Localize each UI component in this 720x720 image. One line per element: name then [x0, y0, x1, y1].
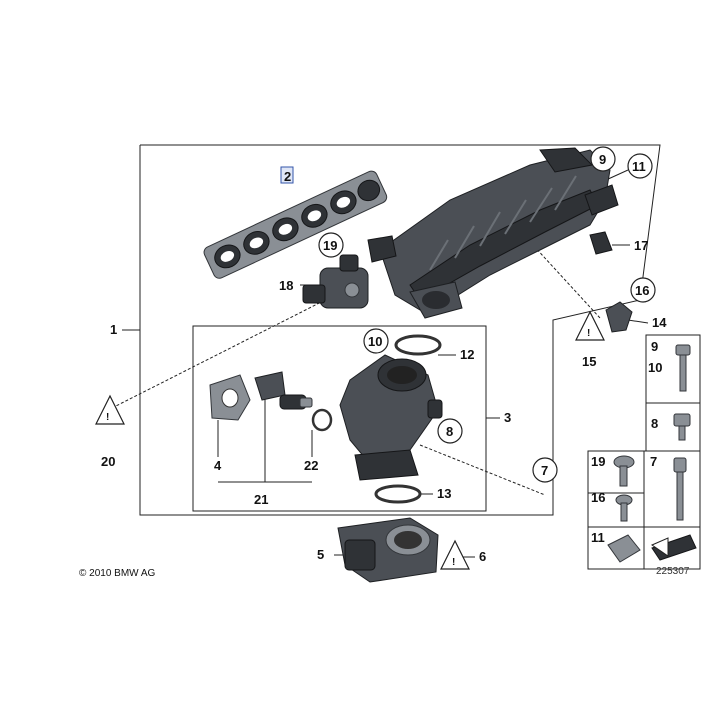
- callout-7-circle: [532, 457, 558, 483]
- callout-14: 14: [652, 315, 667, 330]
- callout-16-circle: [630, 277, 656, 303]
- callout-17: 17: [634, 238, 648, 253]
- hardware-label-10: 10: [648, 360, 662, 375]
- warning-icon-15: !: [575, 310, 605, 341]
- leader-14: [627, 319, 649, 324]
- warning-icon-20: !: [95, 394, 125, 425]
- hardware-label-9: 9: [651, 339, 658, 354]
- warning-icon-6: !: [440, 539, 470, 570]
- gasket-strip: [203, 170, 388, 279]
- svg-text:!: !: [106, 412, 109, 423]
- callout-18: 18: [279, 278, 293, 293]
- hardware-label-8: 8: [651, 416, 658, 431]
- callout-15: 15: [582, 354, 596, 369]
- callout-11-circle: [627, 153, 653, 179]
- callout-16: 16: [635, 283, 649, 298]
- callout-5: 5: [317, 547, 324, 562]
- clip-part: [605, 301, 633, 333]
- actuator-assembly: [302, 254, 369, 309]
- callout-4: 4: [214, 458, 222, 473]
- throttle-pipe: [339, 354, 443, 481]
- callout-21: 21: [254, 492, 268, 507]
- callout-6: 6: [479, 549, 486, 564]
- callout-9-circle: [590, 146, 616, 172]
- callout-11: 11: [632, 159, 646, 174]
- callout-10-circle: [363, 328, 389, 354]
- hardware-label-19: 19: [591, 454, 605, 469]
- diagram-number: 225307: [656, 566, 690, 577]
- callout-3: 3: [504, 410, 511, 425]
- large-o-ring-top: [394, 334, 442, 356]
- callout-19: 19: [323, 238, 337, 253]
- leader-7: [419, 444, 546, 496]
- callout-13: 13: [437, 486, 451, 501]
- copyright-notice: © 2010 BMW AG: [79, 568, 156, 579]
- flap-valve: [254, 371, 313, 410]
- flange-gasket: [209, 374, 251, 421]
- callout-2-box: [280, 166, 294, 184]
- callout-8-circle: [437, 418, 463, 444]
- callout-8: 8: [446, 424, 453, 439]
- callout-22: 22: [304, 458, 318, 473]
- svg-text:!: !: [452, 557, 455, 568]
- hardware-label-7: 7: [650, 454, 657, 469]
- hardware-label-11: 11: [591, 530, 605, 545]
- hardware-panel: [587, 334, 701, 570]
- callout-20: 20: [101, 454, 115, 469]
- svg-text:!: !: [587, 328, 590, 339]
- callout-1: 1: [110, 322, 117, 337]
- hardware-label-16: 16: [591, 490, 605, 505]
- intake-manifold: [367, 147, 619, 319]
- callout-7: 7: [541, 463, 548, 478]
- leader-20: [111, 289, 346, 409]
- small-o-ring: [311, 408, 333, 432]
- callout-2: 2: [284, 169, 291, 184]
- callout-19-circle: [318, 232, 344, 258]
- callout-12: 12: [460, 347, 474, 362]
- rubber-pad: [589, 231, 613, 255]
- callout-9: 9: [599, 152, 606, 167]
- main-frame: [139, 144, 661, 516]
- large-o-ring-bottom: [374, 484, 422, 504]
- throttle-body: [337, 517, 439, 583]
- callout-10: 10: [368, 334, 382, 349]
